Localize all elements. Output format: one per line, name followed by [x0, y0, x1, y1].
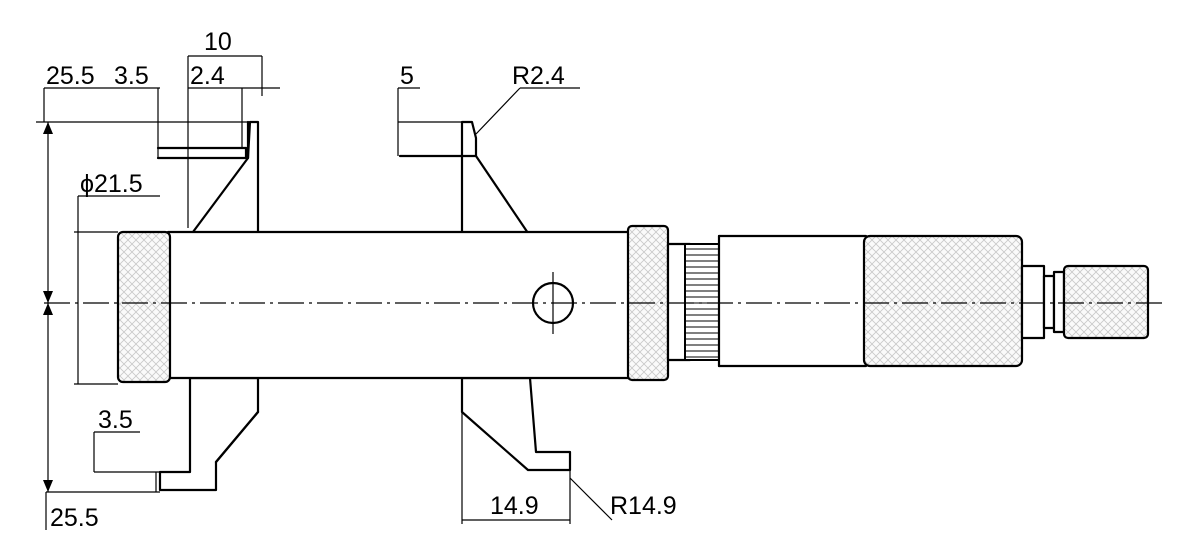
left-knurl-ring [116, 230, 172, 384]
lower-movable-jaw [460, 376, 572, 472]
dim-3-5-bottom: 3.5 [98, 406, 133, 434]
upper-fixed-jaw [156, 120, 260, 238]
dimension-lines [36, 55, 613, 530]
dim-5: 5 [400, 62, 414, 90]
dim-25-5-bottom: 25.5 [50, 504, 99, 532]
main-barrel [116, 224, 670, 384]
ratchet [1020, 264, 1150, 340]
thimble-scale [666, 234, 868, 368]
dim-14-9: 14.9 [490, 492, 539, 520]
dim-3-5-top: 3.5 [114, 62, 149, 90]
upper-movable-jaw [398, 120, 532, 238]
dim-r2-4: R2.4 [512, 62, 565, 90]
dim-2-4: 2.4 [190, 62, 225, 90]
dim-phi-21-5: ϕ21.5 [80, 170, 143, 198]
lower-fixed-jaw [158, 376, 260, 492]
thimble-knob [862, 234, 1024, 368]
dim-r14-9: R14.9 [610, 492, 677, 520]
dim-10: 10 [204, 28, 232, 56]
dim-25-5-top: 25.5 [46, 62, 95, 90]
